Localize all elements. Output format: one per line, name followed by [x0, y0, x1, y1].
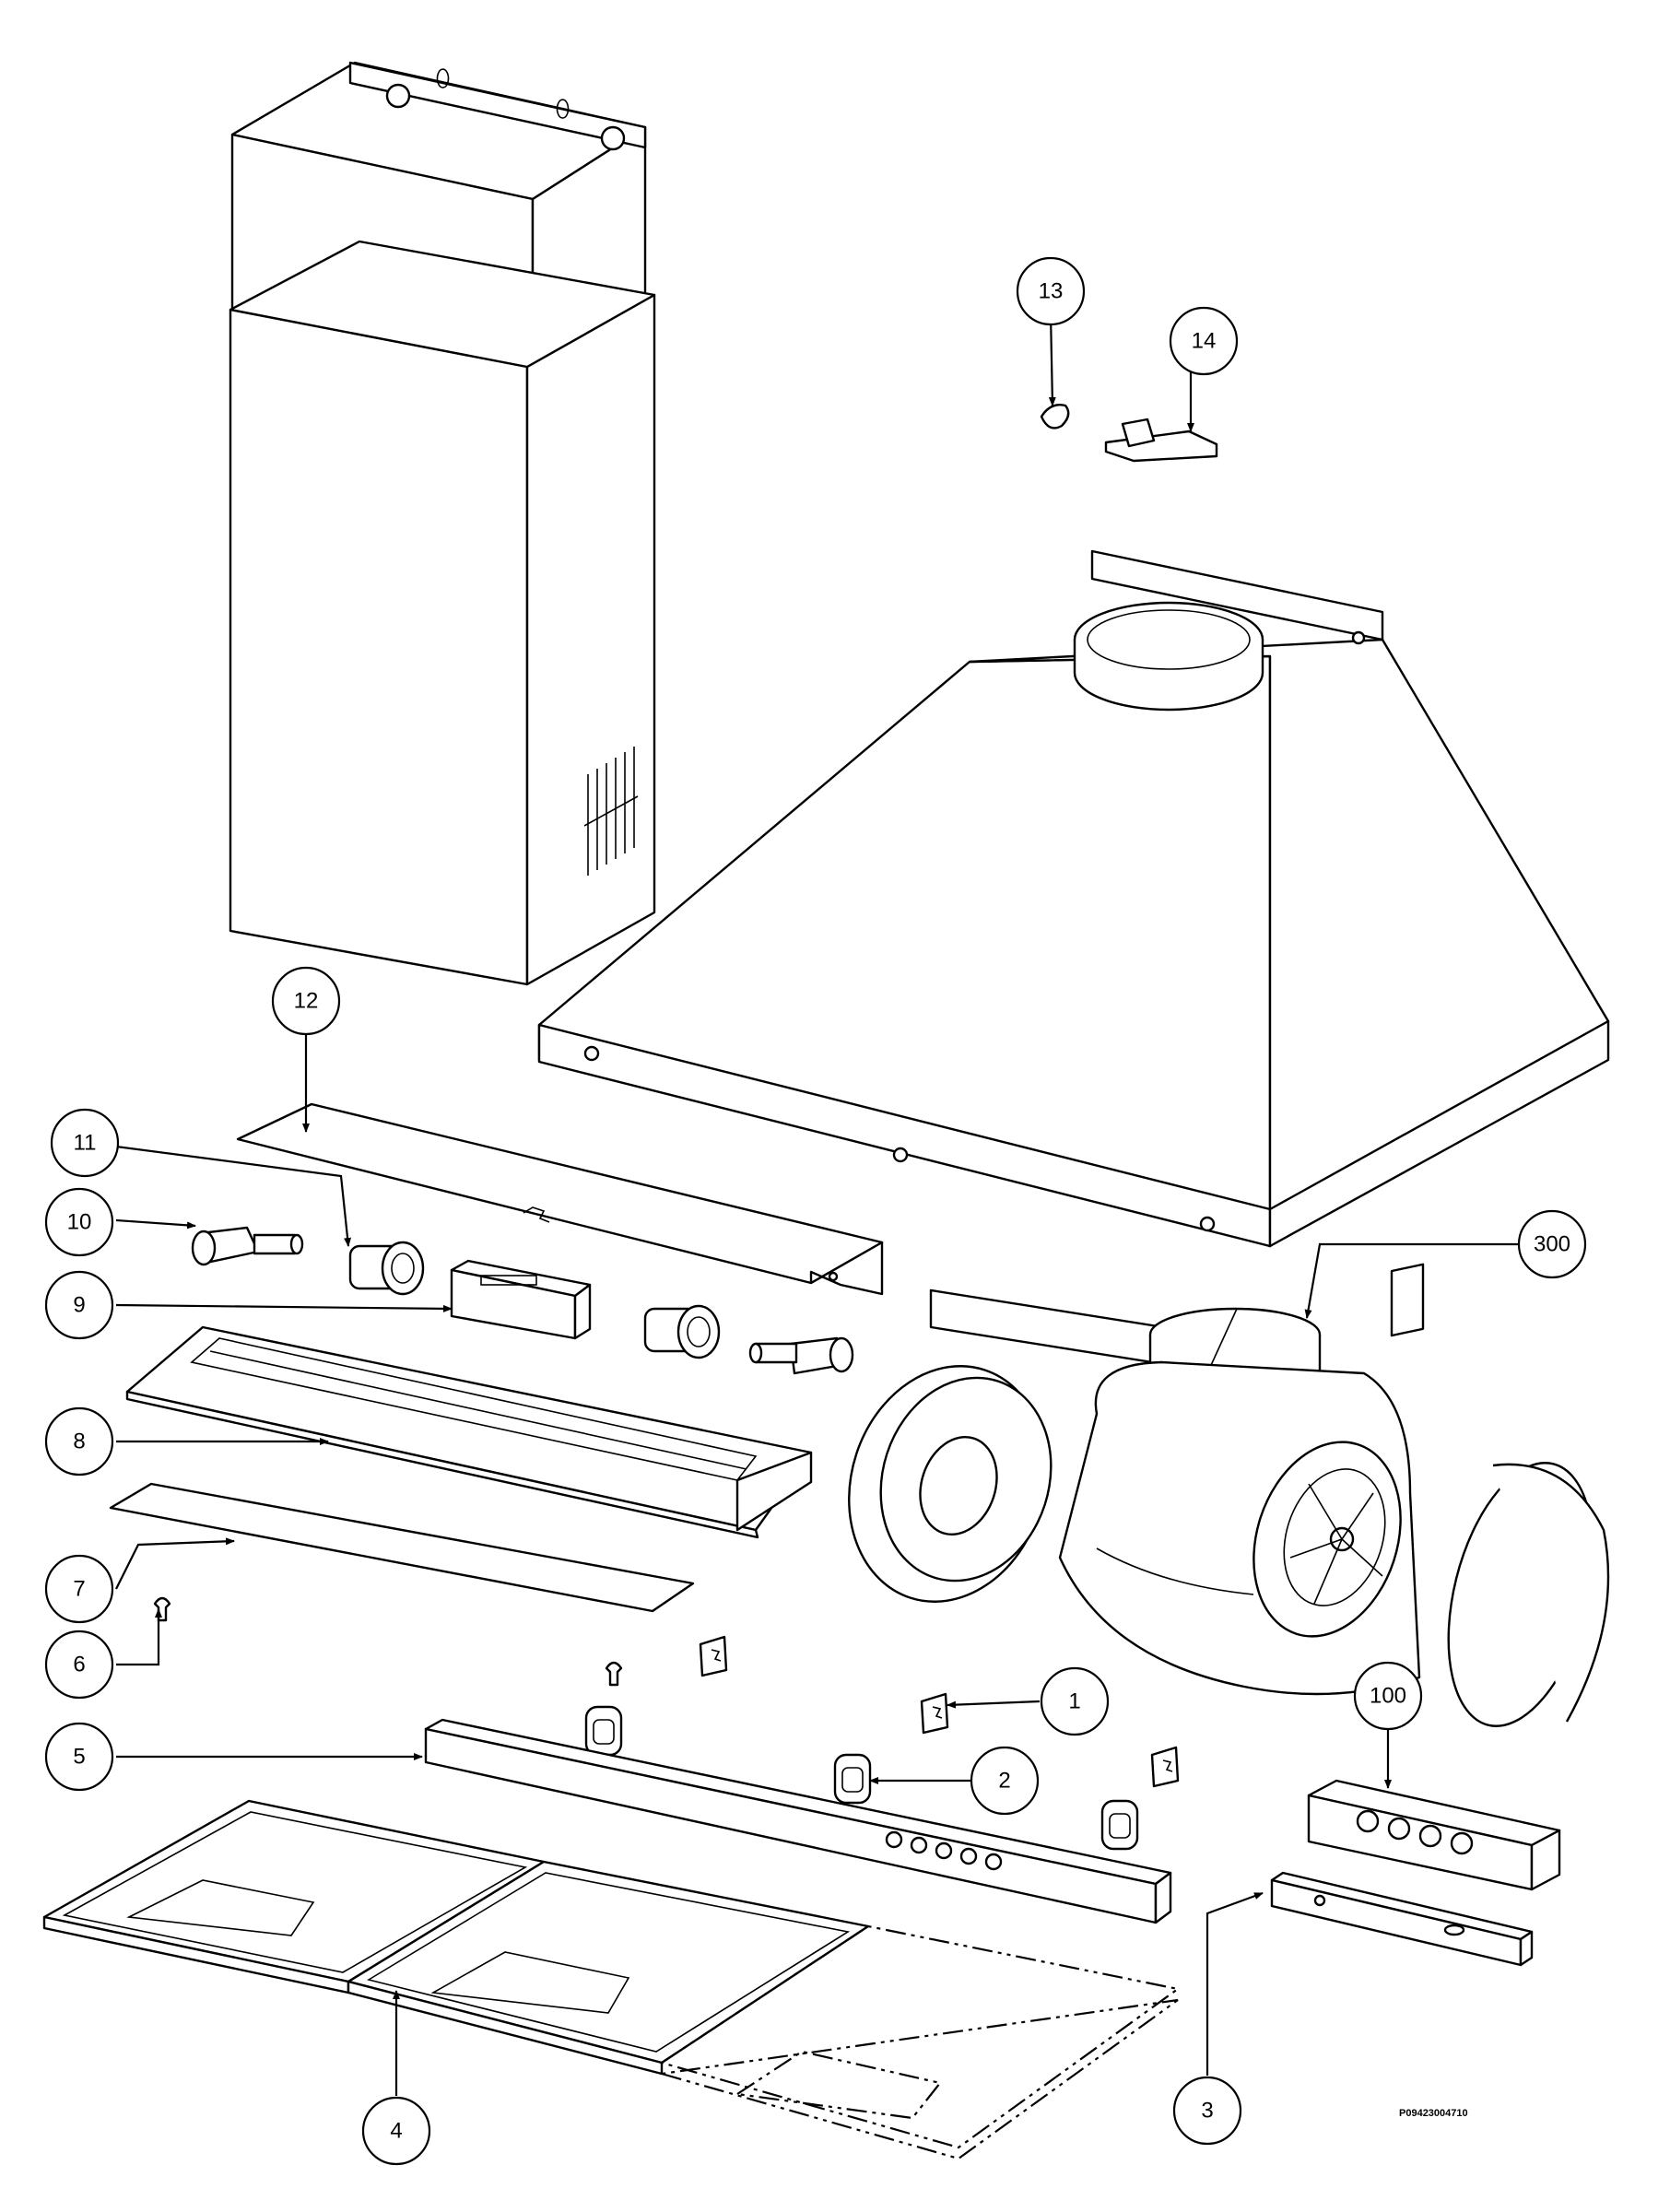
callout-1: 1 [1040, 1666, 1110, 1736]
part-14-bracket [1104, 418, 1218, 463]
part-1-clip [699, 1635, 728, 1677]
part-2-button [584, 1705, 623, 1757]
callout-circle [44, 1406, 114, 1477]
part-9-lamp-holder [450, 1259, 592, 1340]
part-11-lamp [348, 1241, 425, 1296]
bracket-hole-icon [385, 83, 411, 109]
callout-circle [1040, 1666, 1110, 1736]
callout-7: 7 [44, 1554, 114, 1624]
callout-circle [44, 1270, 114, 1340]
part-4-grease-filter-right-dashed [659, 1924, 1181, 2160]
callout-8: 8 [44, 1406, 114, 1477]
callout-number: 11 [74, 1131, 97, 1156]
document-reference: P09423004710 [1399, 2108, 1468, 2119]
callout-number: 9 [73, 1293, 85, 1318]
callout-12: 12 [271, 966, 341, 1036]
callout-4: 4 [361, 2096, 431, 2166]
callout-circle [271, 966, 341, 1036]
callout-10: 10 [44, 1187, 114, 1257]
part-100-control-module [1307, 1779, 1561, 1891]
callout-number: 300 [1534, 1232, 1570, 1257]
callout-2: 2 [970, 1746, 1040, 1816]
callout-circle [1169, 306, 1239, 376]
control-button-icon [910, 1836, 928, 1854]
part-6-screw [153, 1596, 171, 1622]
part-6-screw-center [605, 1661, 623, 1687]
callout-number: 2 [998, 1769, 1010, 1794]
callout-number: 13 [1039, 279, 1064, 304]
control-button-icon [984, 1853, 1003, 1871]
control-button-icon [885, 1830, 903, 1849]
part-13-clip [1040, 404, 1070, 429]
callout-circle [44, 1187, 114, 1257]
callout-circle [44, 1554, 114, 1624]
callout-14: 14 [1169, 306, 1239, 376]
callout-number: 7 [73, 1577, 85, 1602]
callout-circle [361, 2096, 431, 2166]
callout-13: 13 [1016, 256, 1086, 326]
part-8-mounting-tray [125, 1325, 813, 1539]
switch-knob-icon [1356, 1809, 1380, 1833]
vent-slots [583, 747, 639, 876]
control-button-icon [959, 1847, 978, 1865]
switch-knob-icon [1387, 1817, 1411, 1841]
part-3-bracket [1270, 1871, 1534, 1967]
switch-knob-icon [1418, 1824, 1442, 1848]
callout-circle [50, 1108, 120, 1178]
callout-circle [1517, 1209, 1587, 1279]
callout-number: 1 [1068, 1689, 1080, 1714]
part-5-control-panel [424, 1718, 1172, 1924]
callout-circle [1016, 256, 1086, 326]
callout-number: 5 [73, 1745, 85, 1770]
callout-number: 4 [390, 2119, 402, 2144]
part-4-grease-filter-center [347, 1860, 870, 2076]
callout-9: 9 [44, 1270, 114, 1340]
chimney-lower-section [229, 240, 656, 986]
callout-number: 8 [73, 1430, 85, 1454]
callout-circle [44, 1722, 114, 1792]
carbon-filter-ring-left [848, 1365, 1053, 1603]
carbon-filter-disc-right [1447, 1462, 1610, 1727]
leader-lines [115, 312, 1519, 2096]
callout-number: 14 [1192, 329, 1217, 354]
hood-body [537, 549, 1610, 1370]
part-1-clip-mid [920, 1692, 949, 1735]
callout-number: 3 [1201, 2099, 1213, 2124]
callout-circle [970, 1746, 1040, 1816]
callout-circle [1353, 1661, 1423, 1731]
callout-100: 100 [1353, 1661, 1423, 1731]
part-10-light-fitting-right [748, 1336, 854, 1375]
part-2-button-mid [833, 1753, 872, 1805]
callout-circle [44, 1630, 114, 1700]
bracket-hole-icon [600, 125, 626, 151]
callout-5: 5 [44, 1722, 114, 1792]
callout-number: 100 [1370, 1684, 1406, 1709]
part-300-motor-fan-assembly [1058, 1263, 1425, 1696]
callout-11: 11 [50, 1108, 120, 1178]
callout-6: 6 [44, 1630, 114, 1700]
callout-300: 300 [1517, 1209, 1587, 1279]
callout-number: 12 [294, 989, 319, 1014]
callout-number: 6 [73, 1653, 85, 1677]
callout-3: 3 [1172, 2076, 1242, 2146]
callout-circle [1172, 2076, 1242, 2146]
part-11-lamp-right [643, 1304, 721, 1359]
part-10-light-fitting [191, 1226, 304, 1266]
part-2-button-right [1100, 1799, 1139, 1851]
control-button-icon [935, 1841, 953, 1860]
switch-knob-icon [1450, 1831, 1474, 1855]
part-1-clip-right [1150, 1746, 1180, 1788]
part-7-filter-strip [109, 1482, 695, 1613]
part-12-shield-plate [236, 1102, 884, 1296]
callout-number: 10 [67, 1210, 92, 1235]
